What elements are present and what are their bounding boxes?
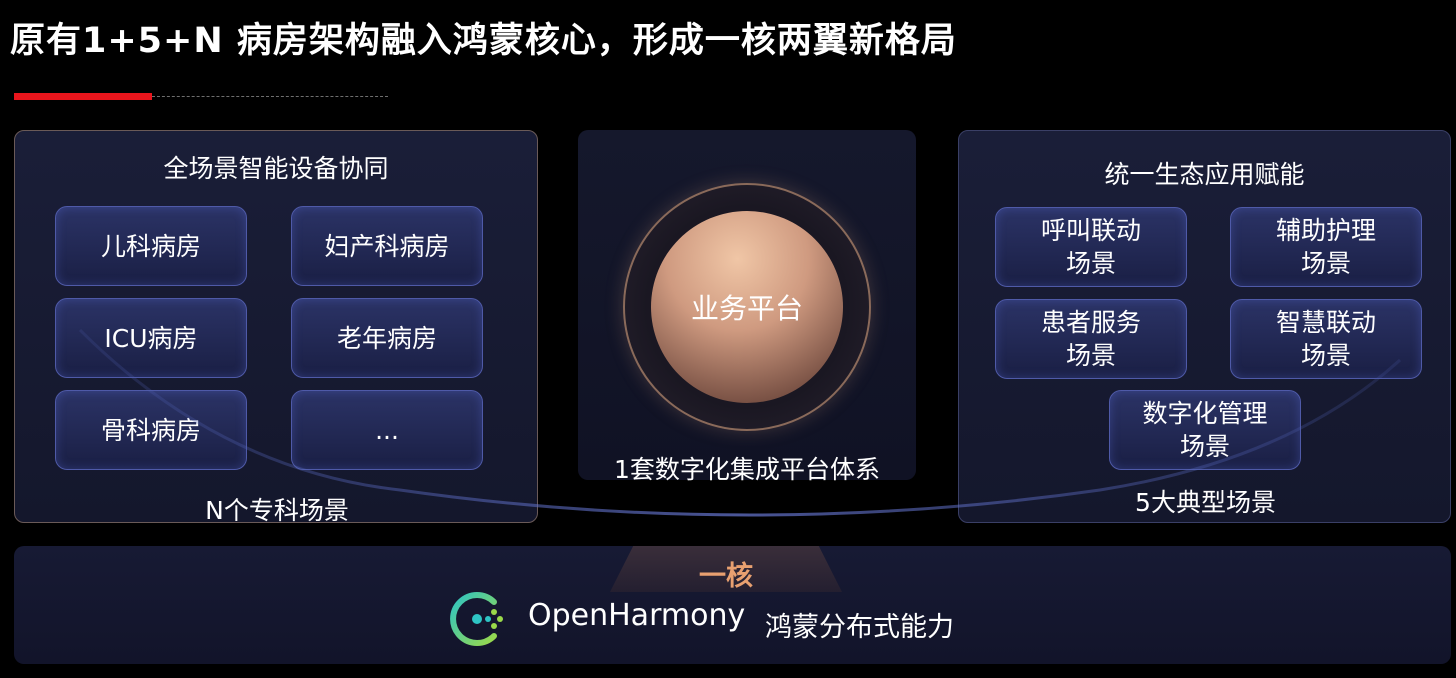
platform-panel-footer: 1套数字化集成平台体系 (614, 455, 880, 484)
business-platform-label: 业务平台 (690, 292, 803, 325)
scenarios-panel-footer: 5大典型场景 (1135, 488, 1276, 517)
ward-card-icu[interactable]: ICU病房 (55, 298, 247, 378)
title-divider (152, 96, 388, 97)
ward-card-orthopedics[interactable]: 骨科病房 (55, 390, 247, 470)
scenarios-panel-heading: 统一生态应用赋能 (1104, 160, 1305, 189)
openharmony-logo-icon (450, 592, 503, 646)
business-platform-sphere[interactable]: 业务平台 (651, 211, 843, 403)
scenario-card-digital-management[interactable]: 数字化管理 场景 (1109, 390, 1301, 470)
ward-card-pediatrics[interactable]: 儿科病房 (55, 206, 247, 286)
specialty-panel-footer: N个专科场景 (205, 496, 349, 525)
scenario-card-nursing-assist[interactable]: 辅助护理 场景 (1230, 207, 1422, 287)
scenarios-panel: 统一生态应用赋能 呼叫联动 场景 辅助护理 场景 患者服务 场景 智慧联动 场景… (958, 130, 1451, 523)
core-description: 鸿蒙分布式能力 (765, 612, 954, 643)
scenario-card-smart-linkage[interactable]: 智慧联动 场景 (1230, 299, 1422, 379)
title-accent-bar (14, 93, 152, 100)
ward-card-more[interactable]: ... (291, 390, 483, 470)
core-label: 一核 (699, 561, 753, 592)
page-title: 原有1+5+N 病房架构融入鸿蒙核心，形成一核两翼新格局 (10, 21, 957, 61)
ward-card-obstetrics[interactable]: 妇产科病房 (291, 206, 483, 286)
specialty-wards-panel: 全场景智能设备协同 儿科病房 妇产科病房 ICU病房 老年病房 骨科病房 ...… (14, 130, 538, 525)
openharmony-logo-text: OpenHarmony (528, 598, 746, 633)
core-tab (610, 546, 842, 592)
scenario-card-patient-service[interactable]: 患者服务 场景 (995, 299, 1187, 379)
specialty-panel-heading: 全场景智能设备协同 (163, 154, 389, 183)
scenario-card-call-linkage[interactable]: 呼叫联动 场景 (995, 207, 1187, 287)
ward-card-geriatrics[interactable]: 老年病房 (291, 298, 483, 378)
